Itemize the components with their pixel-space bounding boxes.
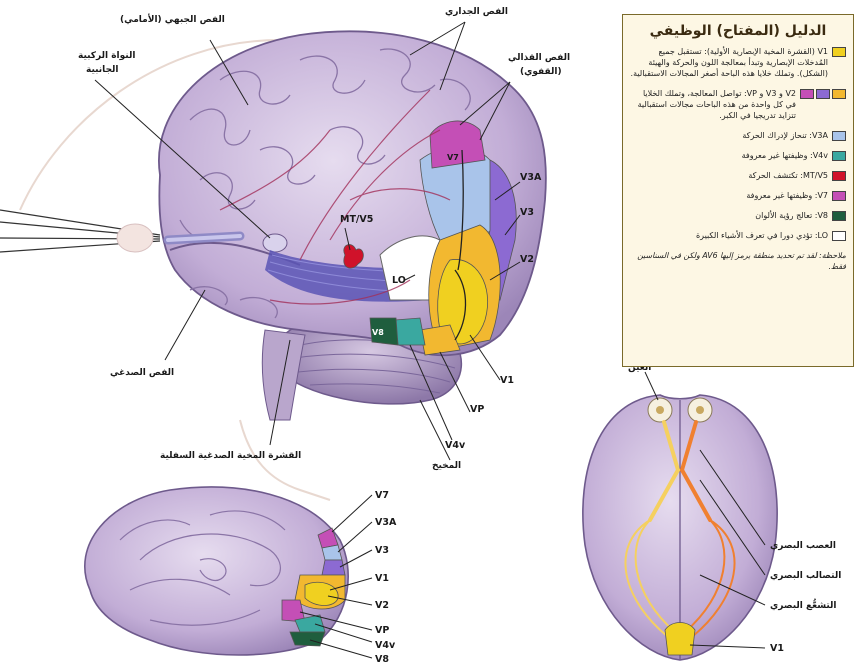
legend-title: الدليل (المفتاح) الوظيفي	[630, 23, 846, 39]
label-lo: LO	[392, 275, 406, 286]
legend-item-v8: V8: تعالج رؤية الألوان	[630, 210, 846, 221]
label-inferior-v1: V1	[770, 643, 784, 654]
label-v1: V1	[500, 375, 514, 386]
label-v2: V2	[520, 254, 534, 265]
lgn-body	[263, 234, 287, 252]
medial-brain: V7 V3A V3 V1 V2 VP V4v V8	[85, 487, 397, 663]
label-frontal-lobe: الفص الجبهي (الأمامي)	[120, 13, 225, 25]
medial-v3	[322, 560, 345, 575]
functional-key-legend: الدليل (المفتاح) الوظيفي V1 (القشرة المخ…	[622, 14, 854, 367]
legend-text-v8: V8: تعالج رؤية الألوان	[755, 210, 828, 221]
inferior-v1	[665, 623, 695, 656]
swatch-mt	[832, 171, 846, 181]
legend-text-v4v: V4v: وظيفتها غير معروفة	[742, 150, 828, 161]
legend-note: ملاحظة: لقد تم تحديد منطقة يرمز إليها AV…	[630, 250, 846, 272]
label-optic-nerve: العصب البصري	[770, 541, 836, 551]
label-inferotemporal-cortex: القشرة المخية الصدغية السفلية	[160, 451, 301, 461]
swatch-v2	[832, 89, 846, 99]
legend-item-v4v: V4v: وظيفتها غير معروفة	[630, 150, 846, 161]
medial-label-1: V3A	[375, 517, 397, 528]
legend-text-mt: MT/V5: تكتشف الحركة	[748, 170, 828, 181]
label-temporal-lobe: الفص الصدغي	[110, 368, 174, 378]
legend-text-v2: V2 و V3 و VP: تواصل المعالجة، وتملك الخل…	[630, 88, 796, 121]
legend-item-mt: MT/V5: تكتشف الحركة	[630, 170, 846, 181]
medial-label-3: V1	[375, 573, 389, 584]
inferior-brain: العين العصب البصري التصالب البصري التشعُ…	[583, 363, 841, 660]
legend-item-v7: V7: وظيفتها غير معروفة	[630, 190, 846, 201]
label-optic-chiasm: التصالب البصري	[770, 571, 841, 581]
swatch-v1	[832, 47, 846, 57]
eyeball	[117, 224, 153, 252]
label-lgn-line2: الجانبية	[86, 65, 119, 75]
label-v4v: V4v	[445, 440, 466, 451]
left-pupil	[656, 406, 664, 414]
medial-label-7: V8	[375, 654, 389, 663]
legend-item-lo: LO: تؤدي دورا في تعرف الأشياء الكبيرة	[630, 230, 846, 241]
label-parietal-lobe: الفص الجداري	[445, 7, 508, 17]
label-v3a: V3A	[520, 172, 542, 183]
legend-item-v2-v3-vp: V2 و V3 و VP: تواصل المعالجة، وتملك الخل…	[630, 88, 846, 121]
legend-text-v7: V7: وظيفتها غير معروفة	[746, 190, 828, 201]
swatch-v3	[816, 89, 830, 99]
area-v4v	[395, 318, 425, 345]
medial-label-2: V3	[375, 545, 389, 556]
medial-label-0: V7	[375, 490, 389, 501]
label-v7: V7	[447, 153, 459, 162]
swatch-v4v	[832, 151, 846, 161]
swatch-v8	[832, 211, 846, 221]
label-lgn-line1: النواة الركبية	[78, 51, 135, 61]
swatch-group-v2-v3-vp	[800, 88, 846, 99]
medial-label-4: V2	[375, 600, 389, 611]
label-vp: VP	[470, 404, 484, 415]
right-pupil	[696, 406, 704, 414]
medial-v3a	[322, 545, 342, 560]
swatch-lo	[832, 231, 846, 241]
swatch-v7	[832, 191, 846, 201]
lateral-brain: الفص الجبهي (الأمامي) الفص الجداري الفص …	[0, 7, 570, 500]
label-occipital-lobe: الفص القذالي	[508, 53, 570, 63]
label-occipital-lobe-alt: (القفوي)	[520, 67, 562, 77]
swatch-vp	[800, 89, 814, 99]
legend-text-v1: V1 (القشرة المخية الإبصارية الأولية): تس…	[630, 46, 828, 79]
legend-text-lo: LO: تؤدي دورا في تعرف الأشياء الكبيرة	[696, 230, 828, 241]
label-cerebellum: المخيخ	[432, 461, 461, 471]
legend-item-v1: V1 (القشرة المخية الإبصارية الأولية): تس…	[630, 46, 846, 79]
swatch-v3a	[832, 131, 846, 141]
label-mt-v5: MT/V5	[340, 214, 373, 225]
label-v3: V3	[520, 207, 534, 218]
medial-v8	[290, 632, 325, 646]
legend-item-v3a: V3A: تنحاز لإدراك الحركة	[630, 130, 846, 141]
label-v8: V8	[372, 328, 384, 337]
medial-label-5: VP	[375, 625, 389, 636]
medial-label-6: V4v	[375, 640, 396, 651]
label-optic-radiation: التشعُّع البصري	[770, 599, 837, 611]
legend-text-v3a: V3A: تنحاز لإدراك الحركة	[742, 130, 828, 141]
